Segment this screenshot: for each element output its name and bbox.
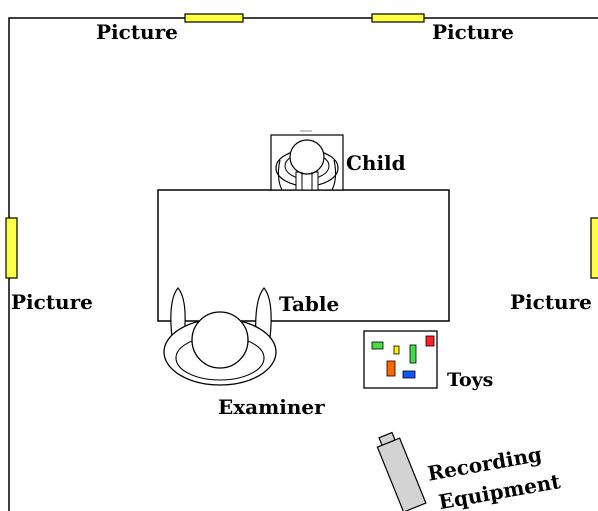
- picture-top-left: [184, 13, 244, 23]
- table: [157, 189, 450, 322]
- toy-blue: [402, 370, 416, 379]
- toys-label: Toys: [447, 369, 493, 391]
- examiner-chair: [163, 287, 277, 386]
- picture-top-right: [371, 13, 425, 23]
- picture-label-top-left: Picture: [96, 20, 178, 44]
- table-label: Table: [279, 292, 339, 316]
- child-head: [289, 139, 325, 175]
- picture-label-left: Picture: [11, 290, 93, 314]
- toy-green-tall: [409, 344, 417, 364]
- examiner-label: Examiner: [218, 395, 325, 419]
- picture-label-right: Picture: [510, 290, 592, 314]
- child-chair: [270, 130, 344, 191]
- child-label: Child: [346, 151, 406, 175]
- picture-left: [5, 217, 18, 279]
- toy-red-small: [425, 335, 435, 347]
- toy-green-small: [371, 341, 384, 350]
- toy-yellow: [393, 345, 400, 355]
- picture-right: [590, 217, 598, 279]
- toy-orange: [386, 360, 396, 377]
- picture-label-top-right: Picture: [432, 20, 514, 44]
- examiner-head: [191, 311, 249, 369]
- toys-box: [363, 330, 438, 389]
- recording-equipment: [376, 431, 427, 511]
